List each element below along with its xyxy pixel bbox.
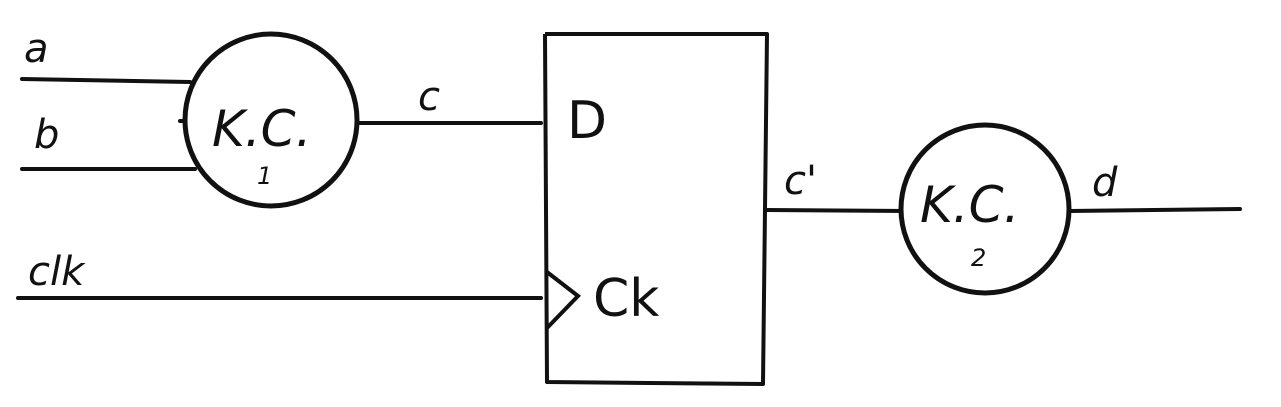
block-2-index: 2 [971,244,986,272]
flipflop-port-ck: Ck [593,269,659,329]
signal-label-d: d [1092,160,1118,206]
signal-label-b: b [34,112,59,158]
signal-label-c-prime: c' [784,158,817,204]
wire-c-prime [764,208,907,213]
wire-a [20,77,192,84]
clock-triangle-icon [545,270,581,330]
signal-label-clk: clk [28,249,86,295]
signal-label-a: a [24,26,49,72]
d-flipflop [543,32,769,386]
signal-label-c: c [418,74,440,120]
combinational-block-1 [182,31,360,209]
flipflop-port-d: D [567,91,607,151]
block-1-index: 1 [257,162,272,190]
block-1-label: K.C. [212,100,312,158]
wire-d [1067,207,1242,213]
block-2-label: K.C. [920,176,1020,234]
